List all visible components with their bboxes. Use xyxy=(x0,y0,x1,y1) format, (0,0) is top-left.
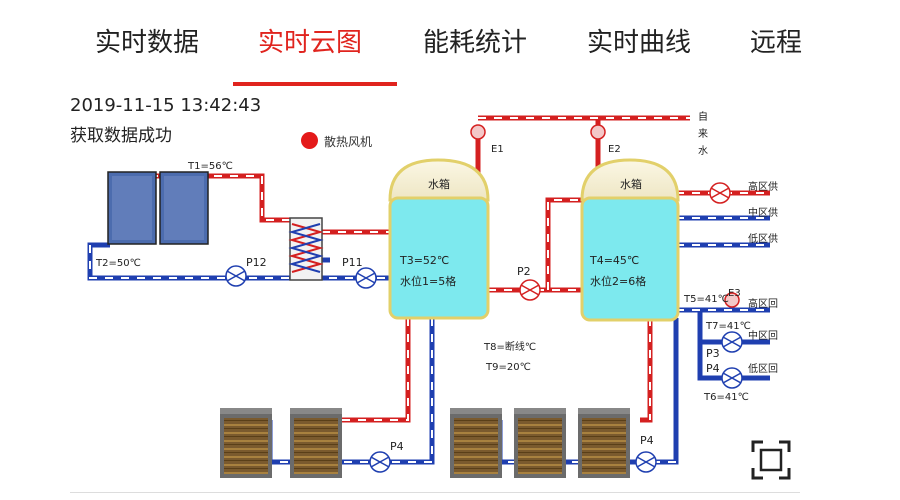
tap-water-char-1: 自 xyxy=(698,110,708,123)
pumps xyxy=(225,124,743,473)
tank1-temp: T3=52℃ xyxy=(399,254,449,267)
label-p11: P11 xyxy=(342,256,363,269)
valve-e2-icon xyxy=(590,124,606,140)
heat-pump-units xyxy=(220,408,630,478)
tank1-title: 水箱 xyxy=(428,177,450,191)
tap-water-char-2: 来 xyxy=(698,128,708,140)
heat-pump-unit-2 xyxy=(290,408,342,478)
heat-pump-unit-4 xyxy=(514,408,566,478)
tab-realtime-data[interactable]: 实时数据 xyxy=(95,28,200,58)
label-t1: T1=56℃ xyxy=(187,161,233,172)
active-tab-indicator xyxy=(233,82,397,86)
tank1-level: 水位1=5格 xyxy=(400,274,456,288)
label-t2: T2=50℃ xyxy=(95,258,141,269)
label-e2: E2 xyxy=(608,144,621,155)
tab-remote[interactable]: 远程 xyxy=(750,28,803,58)
valve-e1-icon xyxy=(470,124,486,140)
hot-pipe-tank2-down xyxy=(640,318,653,423)
label-p3: P3 xyxy=(706,347,720,360)
fan-legend-label: 散热风机 xyxy=(324,135,373,149)
pump-p2-icon xyxy=(519,279,541,301)
valve-e3-icon xyxy=(724,292,740,308)
label-t7: T7=41℃ xyxy=(705,321,751,332)
update-timestamp: 2019-11-15 13:42:43 xyxy=(70,95,262,116)
label-p12: P12 xyxy=(246,256,267,269)
tank2-level: 水位2=6格 xyxy=(590,274,646,288)
pump-p11-icon xyxy=(355,267,377,289)
diagram-labels: T1=56℃ T2=50℃ P12 P11 P2 E1 E2 E3 水箱 T3=… xyxy=(95,110,778,453)
tab-bar: 实时数据 实时云图 能耗统计 实时曲线 远程 xyxy=(0,0,900,88)
label-mid-supply: 中区供 xyxy=(748,206,778,219)
tank2-title: 水箱 xyxy=(620,177,642,191)
heat-pump-unit-1 xyxy=(220,408,272,478)
pump-p3-icon xyxy=(721,331,743,353)
water-tank-2 xyxy=(580,158,680,322)
hot-pipe-tank1-down xyxy=(330,318,411,423)
heat-pump-unit-5 xyxy=(578,408,630,478)
label-t8: T8=断线℃ xyxy=(483,340,536,353)
tank2-temp: T4=45℃ xyxy=(589,254,639,267)
cold-pipe-return-branch xyxy=(697,310,770,381)
heat-pump-unit-3 xyxy=(450,408,502,478)
pump-p4-a-icon xyxy=(369,451,391,473)
fullscreen-icon xyxy=(751,440,791,480)
pump-p4-b-icon xyxy=(635,451,657,473)
tab-realtime-curve[interactable]: 实时曲线 xyxy=(587,28,692,58)
label-p4-a: P4 xyxy=(390,440,404,453)
status-message: 获取数据成功 xyxy=(70,126,172,146)
label-p2: P2 xyxy=(517,265,531,278)
pump-p12-icon xyxy=(225,265,247,287)
tab-energy-statistics[interactable]: 能耗统计 xyxy=(423,28,528,58)
label-t5: T5=41℃ xyxy=(683,294,729,305)
label-p4-b: P4 xyxy=(640,434,654,447)
solar-collector-panels xyxy=(107,171,209,245)
label-mid-return: 中区回 xyxy=(748,329,778,342)
label-t6: T6=41℃ xyxy=(703,392,749,403)
hot-pipe-to-tank2 xyxy=(545,197,583,290)
label-low-supply: 低区供 xyxy=(748,232,778,245)
pump-high-supply-icon xyxy=(709,182,731,204)
label-low-return: 低区回 xyxy=(748,362,778,375)
fullscreen-button[interactable] xyxy=(751,440,791,480)
tab-realtime-cloud-map[interactable]: 实时云图 xyxy=(258,28,363,58)
water-tank-1 xyxy=(388,158,490,320)
pump-p4-c-icon xyxy=(721,367,743,389)
bottom-divider xyxy=(70,492,800,493)
label-high-supply: 高区供 xyxy=(748,180,778,193)
label-e1: E1 xyxy=(491,144,504,155)
fan-legend-dot xyxy=(301,132,318,149)
label-t9: T9=20℃ xyxy=(485,362,531,373)
label-e3: E3 xyxy=(728,288,741,299)
heat-exchanger xyxy=(288,217,324,281)
label-high-return: 高区回 xyxy=(748,297,778,310)
label-p4-c: P4 xyxy=(706,362,720,375)
tap-water-char-3: 水 xyxy=(698,145,708,157)
